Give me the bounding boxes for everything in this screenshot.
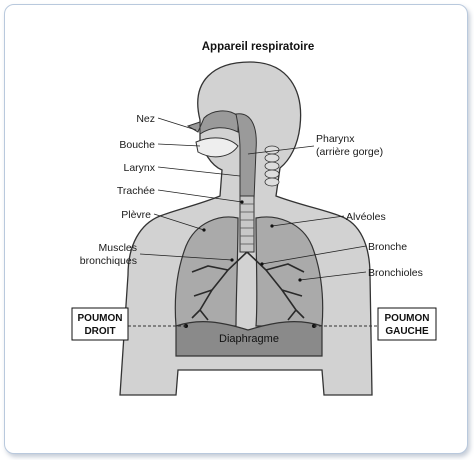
bronchial-tree: [191, 251, 305, 321]
box-poumon-droit: [71, 307, 129, 341]
mouth: [195, 137, 239, 158]
label-bronche: Bronche: [368, 241, 407, 253]
label-pharynx-1: Pharynx: [316, 133, 355, 145]
label-trachee: Trachée: [117, 185, 155, 197]
right-lung: [174, 216, 239, 327]
label-larynx: Larynx: [123, 162, 155, 174]
left-lung: [255, 216, 324, 327]
leader-lines: [139, 117, 367, 281]
box-droit-line2: DROIT: [84, 326, 115, 337]
label-nez: Nez: [136, 113, 155, 125]
label-alveoles: Alvéoles: [346, 211, 386, 223]
label-bouche: Bouche: [119, 139, 155, 151]
diaphragm-label: Diaphragme: [219, 333, 279, 345]
box-gauche-line1: POUMON: [385, 313, 430, 324]
trachea-rings: [240, 203, 254, 245]
label-muscles-2: bronchiques: [80, 255, 137, 267]
box-poumon-gauche: [377, 307, 437, 341]
label-pharynx-2: (arrière gorge): [316, 146, 383, 158]
label-muscles-1: Muscles: [98, 242, 137, 254]
box-droit-line1: POUMON: [78, 313, 123, 324]
box-gauche-line2: GAUCHE: [385, 326, 429, 337]
cervical-spine: [264, 145, 280, 187]
figure-title: Appareil respiratoire: [202, 41, 314, 53]
label-plevre: Plèvre: [121, 209, 151, 221]
label-bronchioles: Bronchioles: [368, 267, 423, 279]
